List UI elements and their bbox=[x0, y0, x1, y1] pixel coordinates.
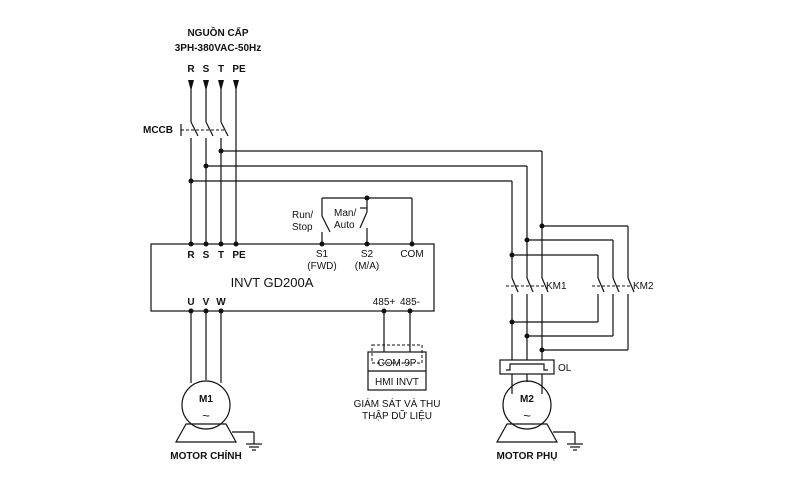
run-stop-switch: Run/ Stop bbox=[292, 210, 313, 233]
vfd-terminal-s: S bbox=[203, 250, 210, 261]
supply-title: NGUỒN CẤP bbox=[187, 26, 248, 39]
vfd-terminal-com: COM bbox=[400, 249, 423, 260]
motor1-label: MOTOR CHÍNH bbox=[170, 449, 241, 462]
supply-spec: 3PH-380VAC-50Hz bbox=[175, 43, 262, 54]
vfd-terminal-s1: S1 bbox=[316, 249, 329, 260]
man-auto-label-2: Auto bbox=[334, 220, 355, 231]
vfd-terminal-r: R bbox=[187, 250, 195, 261]
supply-phase-t: T bbox=[218, 64, 224, 75]
hmi-port: COM-9P bbox=[378, 358, 417, 369]
supply-phase-s: S bbox=[203, 64, 210, 75]
hmi-caption-2: THẬP DỮ LIỆU bbox=[362, 409, 432, 422]
motor1-symbol: ~ bbox=[202, 408, 210, 423]
vfd-model: INVT GD200A bbox=[231, 275, 314, 290]
motor1-id: M1 bbox=[199, 394, 213, 405]
vfd-terminal-u: U bbox=[187, 297, 194, 308]
km2-label: KM2 bbox=[633, 281, 654, 292]
man-auto-switch: Man/ Auto bbox=[334, 208, 356, 231]
overload-relay bbox=[499, 359, 555, 394]
vfd-terminal-485-minus: 485- bbox=[400, 297, 420, 308]
run-stop-label-2: Stop bbox=[292, 222, 313, 233]
vfd-terminal-s2: S2 bbox=[361, 249, 374, 260]
overload-label: OL bbox=[558, 363, 572, 374]
vfd-terminal-pe: PE bbox=[232, 250, 246, 261]
vfd-terminal-s2-sub: (M/A) bbox=[355, 261, 379, 272]
hmi-caption-1: GIÁM SÁT VÀ THU bbox=[354, 397, 441, 410]
motor1 bbox=[174, 380, 262, 451]
control-wiring bbox=[321, 195, 413, 244]
vfd-terminal-v: V bbox=[203, 297, 210, 308]
incoming-arrows bbox=[188, 80, 239, 91]
supply-lines bbox=[190, 80, 237, 244]
vfd-box bbox=[150, 243, 435, 312]
motor2 bbox=[495, 380, 583, 451]
vfd-terminal-w: W bbox=[216, 297, 226, 308]
motor2-symbol: ~ bbox=[523, 408, 531, 423]
hmi-port-frame bbox=[371, 344, 423, 364]
vfd-terminal-t: T bbox=[218, 250, 224, 261]
supply-phase-r: R bbox=[187, 64, 195, 75]
km1-contactor bbox=[506, 226, 549, 360]
supply-phase-pe: PE bbox=[232, 64, 246, 75]
motor2-id: M2 bbox=[520, 394, 534, 405]
vfd-terminal-s1-sub: (FWD) bbox=[307, 261, 336, 272]
man-auto-label-1: Man/ bbox=[334, 208, 356, 219]
hmi-name: HMI INVT bbox=[375, 377, 419, 388]
vfd-input-dots bbox=[188, 241, 239, 247]
vfd-terminal-485-plus: 485+ bbox=[373, 297, 396, 308]
run-stop-label-1: Run/ bbox=[292, 210, 313, 221]
mccb-label: MCCB bbox=[143, 125, 173, 136]
km2-contactor bbox=[509, 223, 635, 353]
mccb-breaker bbox=[180, 121, 229, 244]
motor2-label: MOTOR PHỤ bbox=[497, 451, 558, 462]
branch-feed bbox=[188, 148, 543, 255]
motor1-wiring bbox=[190, 311, 222, 383]
km1-label: KM1 bbox=[546, 281, 567, 292]
